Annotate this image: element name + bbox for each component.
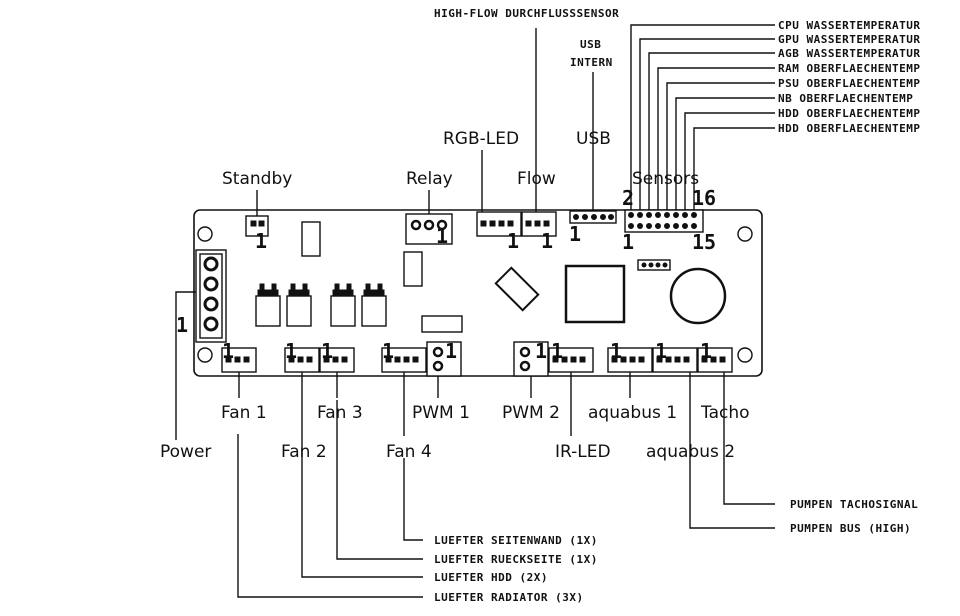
component-ic-1	[301, 221, 321, 257]
aquabus2-connector	[652, 347, 698, 373]
svg-text:1: 1	[700, 339, 712, 363]
label-flow: Flow	[517, 169, 556, 189]
leader-lines	[175, 24, 775, 598]
svg-text:1: 1	[569, 222, 581, 246]
svg-text:1: 1	[507, 229, 519, 253]
svg-text:GPU WASSERTEMPERATUR: GPU WASSERTEMPERATUR	[778, 33, 920, 46]
label-relay: Relay	[406, 169, 453, 189]
pin-numbers: 1 1 1 1 1 2 16 1 15 1 1 1 1 1 1 1 1 1 1 …	[176, 186, 716, 363]
aux-header	[637, 259, 671, 271]
svg-text:PSU OBERFLAECHENTEMP: PSU OBERFLAECHENTEMP	[778, 77, 920, 90]
buzzer	[669, 267, 727, 325]
note-usb-line1: USB	[580, 38, 601, 51]
svg-text:RAM OBERFLAECHENTEMP: RAM OBERFLAECHENTEMP	[778, 62, 920, 75]
svg-text:1: 1	[176, 313, 188, 337]
note-luefter-seitenwand: LUEFTER SEITENWAND (1X)	[434, 534, 598, 547]
svg-text:HDD OBERFLAECHENTEMP: HDD OBERFLAECHENTEMP	[778, 107, 920, 120]
power-connector	[195, 249, 227, 343]
svg-text:16: 16	[692, 186, 716, 210]
svg-text:NB OBERFLAECHENTEMP: NB OBERFLAECHENTEMP	[778, 92, 913, 105]
label-rgb-led: RGB-LED	[443, 129, 519, 149]
usb-connector	[569, 210, 617, 224]
mount-hole-bottom-left	[197, 347, 213, 363]
note-pumpen-tacho: PUMPEN TACHOSIGNAL	[790, 498, 918, 511]
sensor-notes: CPU WASSERTEMPERATUR GPU WASSERTEMPERATU…	[778, 19, 920, 135]
label-fan3: Fan 3	[317, 403, 363, 423]
label-power: Power	[160, 442, 211, 462]
label-sensors: Sensors	[632, 169, 699, 189]
fan1-connector	[221, 347, 257, 373]
diagonal-chip	[494, 266, 540, 312]
note-pumpen-bus: PUMPEN BUS (HIGH)	[790, 522, 911, 535]
component-ic-3	[421, 315, 463, 333]
label-usb: USB	[576, 129, 611, 149]
pcb-board	[193, 209, 763, 377]
label-tacho: Tacho	[700, 403, 750, 423]
component-ic-2	[403, 251, 423, 287]
rgb-led-connector	[476, 211, 522, 237]
svg-text:2: 2	[622, 186, 634, 210]
svg-text:1: 1	[285, 339, 297, 363]
note-highflow: HIGH-FLOW DURCHFLUSSSENSOR	[434, 7, 619, 20]
flow-connector	[521, 211, 557, 237]
label-fan4: Fan 4	[386, 442, 432, 462]
svg-text:15: 15	[692, 230, 716, 254]
mount-hole-top-right	[737, 226, 753, 242]
microcontroller-chip	[564, 264, 626, 324]
tacho-connector	[697, 347, 733, 373]
relay-connector	[405, 213, 453, 245]
svg-text:1: 1	[255, 229, 267, 253]
label-fan1: Fan 1	[221, 403, 267, 423]
svg-text:1: 1	[622, 230, 634, 254]
note-usb-line2: INTERN	[570, 56, 613, 69]
svg-text:1: 1	[436, 224, 448, 248]
label-aquabus1: aquabus 1	[588, 403, 677, 423]
ir-led-connector	[548, 347, 594, 373]
label-aquabus2: aquabus 2	[646, 442, 735, 462]
mount-hole-bottom-right	[737, 347, 753, 363]
pwm1-connector	[426, 341, 462, 377]
svg-text:1: 1	[222, 339, 234, 363]
svg-text:1: 1	[445, 339, 457, 363]
label-pwm1: PWM 1	[412, 403, 470, 423]
svg-text:1: 1	[541, 229, 553, 253]
svg-text:CPU WASSERTEMPERATUR: CPU WASSERTEMPERATUR	[778, 19, 920, 32]
note-luefter-hdd: LUEFTER HDD (2X)	[434, 571, 548, 584]
svg-text:1: 1	[321, 339, 333, 363]
label-fan2: Fan 2	[281, 442, 327, 462]
note-luefter-rueckseite: LUEFTER RUECKSEITE (1X)	[434, 553, 598, 566]
mount-hole-top-left	[197, 226, 213, 242]
svg-text:1: 1	[655, 339, 667, 363]
label-ir-led: IR-LED	[555, 442, 611, 462]
sensors-header	[624, 209, 704, 233]
label-pwm2: PWM 2	[502, 403, 560, 423]
svg-text:HDD OBERFLAECHENTEMP: HDD OBERFLAECHENTEMP	[778, 122, 920, 135]
note-luefter-radiator: LUEFTER RADIATOR (3X)	[434, 591, 584, 604]
svg-text:1: 1	[551, 339, 563, 363]
mosfet-row	[255, 283, 387, 327]
svg-text:1: 1	[610, 339, 622, 363]
svg-text:AGB WASSERTEMPERATUR: AGB WASSERTEMPERATUR	[778, 47, 920, 60]
fan4-connector	[381, 347, 427, 373]
svg-text:1: 1	[382, 339, 394, 363]
aquabus1-connector	[607, 347, 653, 373]
label-standby: Standby	[222, 169, 292, 189]
svg-text:1: 1	[535, 339, 547, 363]
